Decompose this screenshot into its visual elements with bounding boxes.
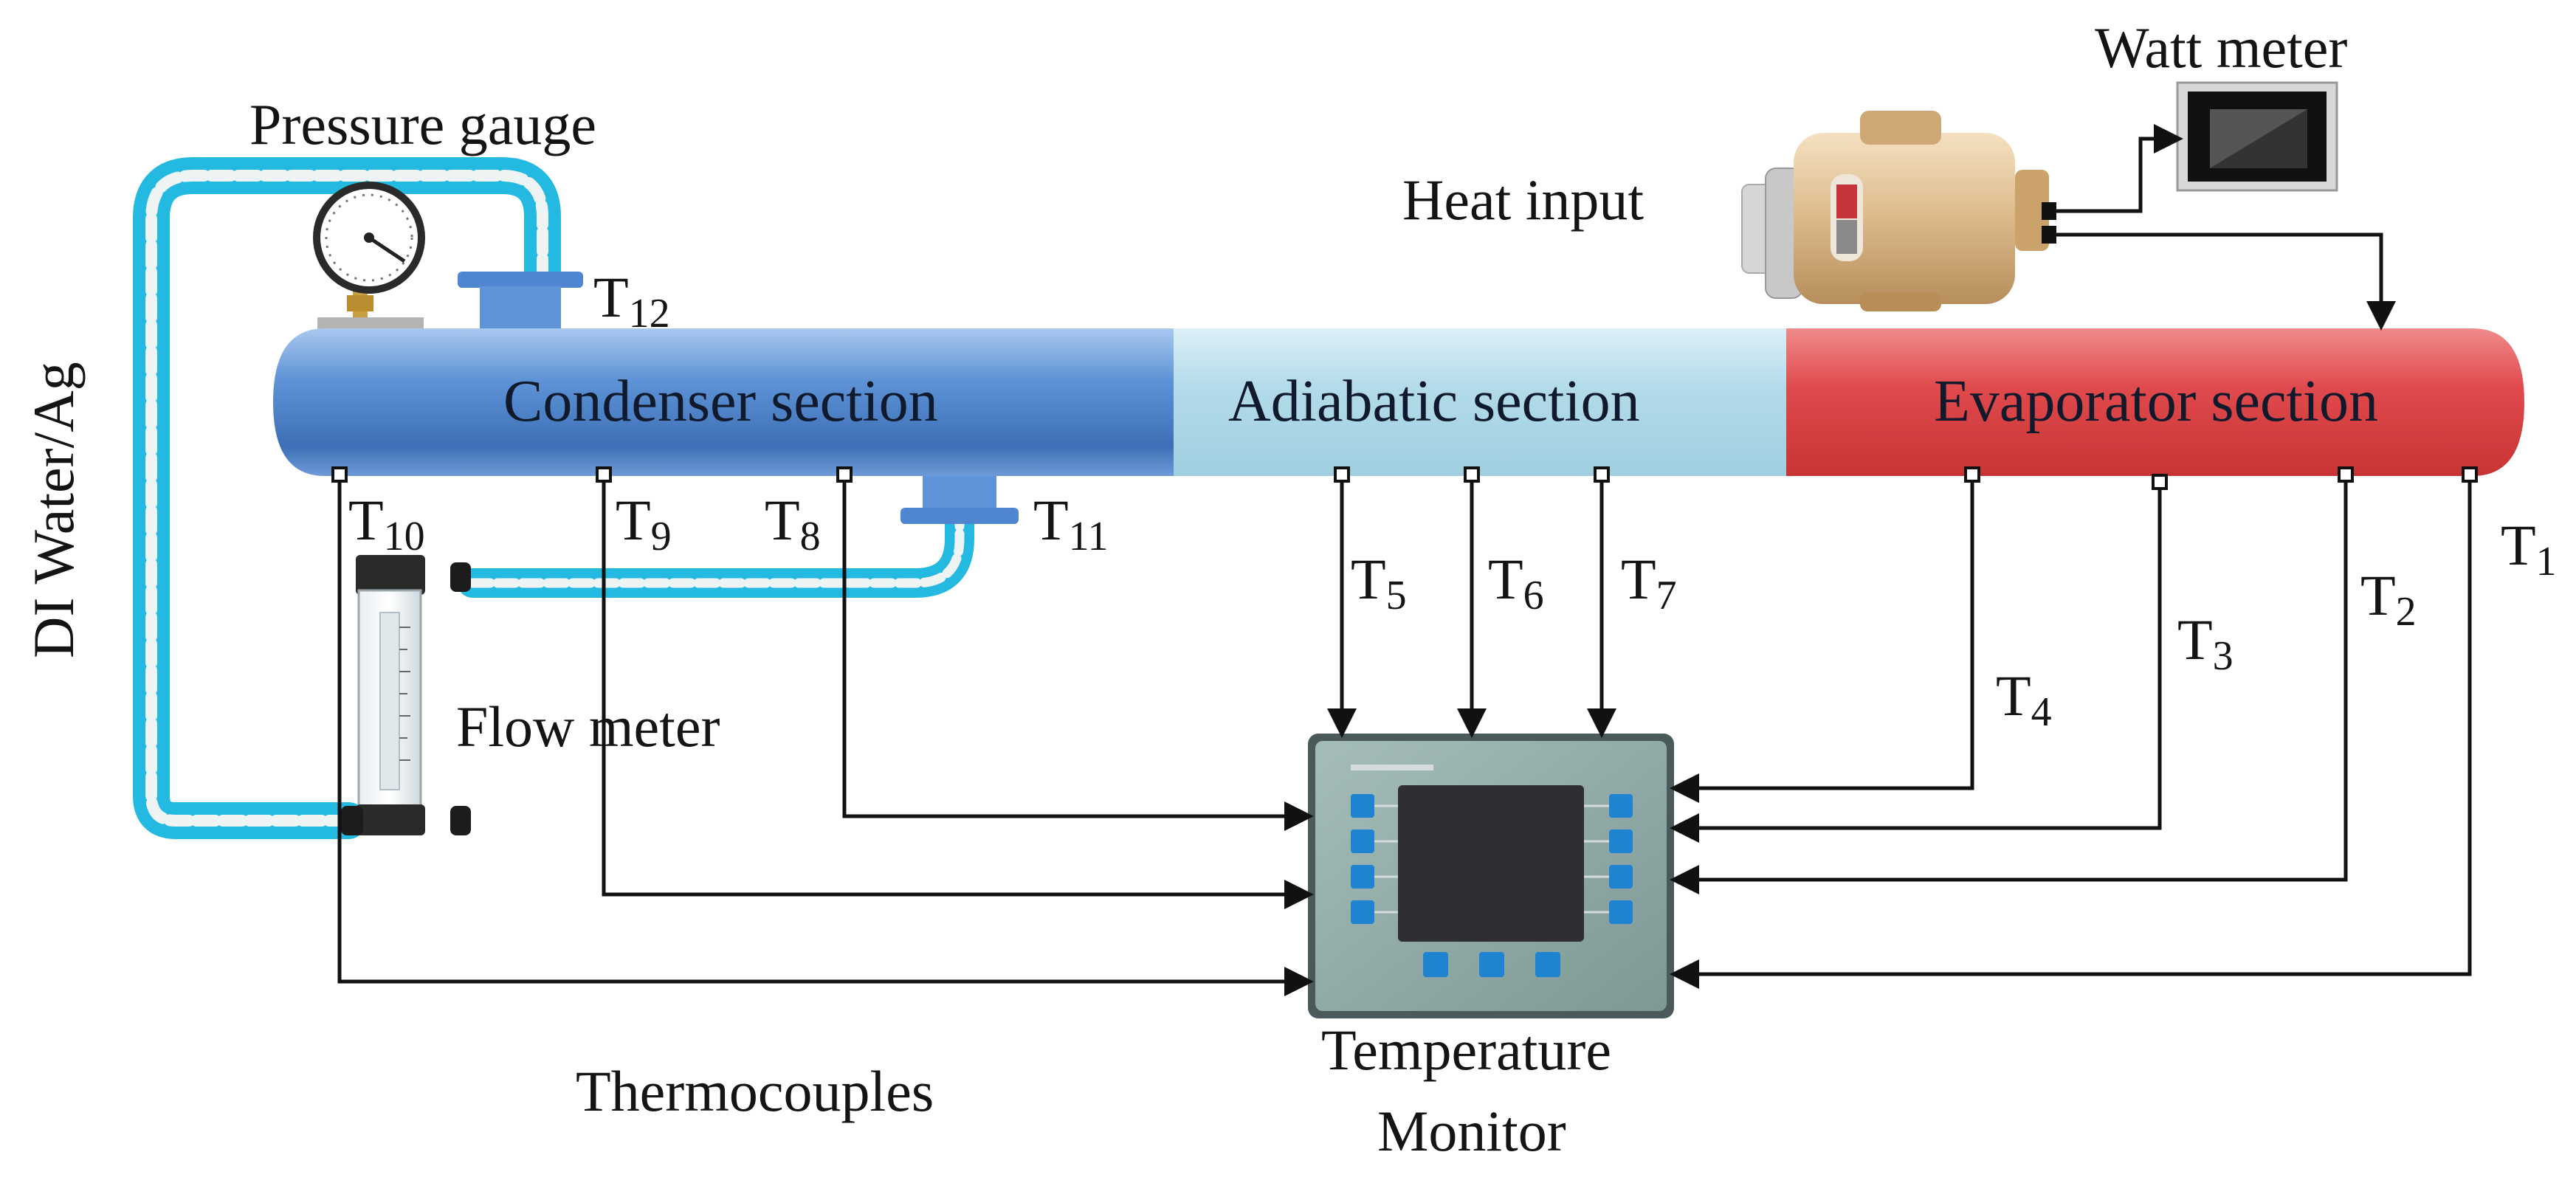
t12-fitting [458,272,583,332]
t9-label: T9 [616,488,672,559]
wire-t4 [1670,480,1974,803]
temperature-monitor [1308,734,1674,1018]
wire-t3 [1670,483,2162,843]
heat-pipe [273,328,2524,476]
evaporator-section-label: Evaporator section [1934,369,2378,434]
t2-label: T2 [2360,563,2417,635]
thermocouple-wires [337,124,2472,996]
t3-label: T3 [2177,607,2234,679]
t7-label: T7 [1621,547,1677,618]
t11-label: T11 [1033,488,1109,559]
wire-power [2056,232,2396,331]
heat-input-label: Heat input [1402,168,1645,232]
wire-t1 [1670,480,2472,989]
wire-t2 [1670,480,2348,894]
flow-meter [341,555,471,835]
adiabatic-section-label: Adiabatic section [1228,369,1640,434]
t10-label: T10 [348,488,425,559]
heater [1741,111,2056,311]
wire-watt-meter [2056,124,2183,213]
thermocouple-junctions [331,466,2478,490]
temperature-monitor-label-line1: Temperature [1321,1018,1611,1082]
watt-meter [2176,81,2338,192]
monitor-buttons [1351,794,1633,977]
flow-meter-label: Flow meter [456,694,720,759]
condenser-section-label: Condenser section [503,369,938,434]
t5-label: T5 [1351,547,1407,618]
t4-label: T4 [1996,663,2052,735]
t11-fitting [900,472,1019,524]
coolant-loop-tube [133,157,974,839]
thermocouples-label: Thermocouples [576,1059,934,1123]
t6-label: T6 [1488,547,1544,618]
wire-t9 [602,480,1314,909]
pressure-gauge-label: Pressure gauge [249,92,597,156]
fluid-label: DI Water/Ag [21,362,86,658]
temperature-monitor-label-line2: Monitor [1377,1099,1566,1163]
pressure-gauge [313,182,425,331]
wire-t8 [842,480,1314,831]
t8-label: T8 [765,488,821,559]
t12-label: T12 [593,265,670,337]
t1-label: T1 [2501,513,2557,584]
watt-meter-label: Watt meter [2095,15,2348,80]
wire-t10 [337,480,1314,996]
